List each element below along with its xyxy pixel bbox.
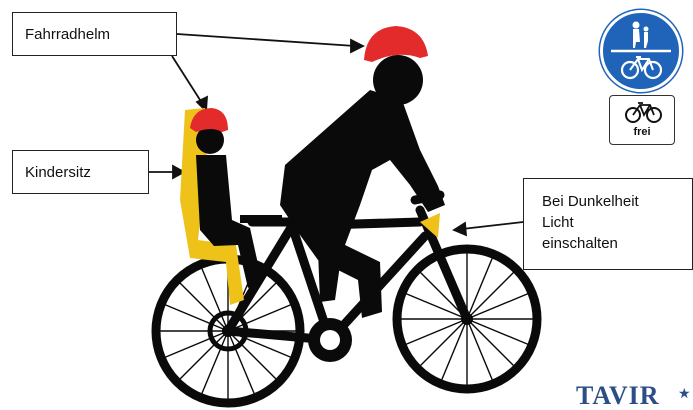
pedestrian-bicycle-sign-icon <box>603 13 679 89</box>
light-arrow-head <box>454 223 466 235</box>
helmet-arrow-adult <box>177 34 355 46</box>
watermark-logo: TAVIR ★ <box>572 381 693 410</box>
helmet-arrow-child <box>172 56 202 103</box>
light-line-2: Licht <box>542 212 639 233</box>
adult-silhouette <box>280 55 445 318</box>
star-icon: ★ <box>678 385 691 402</box>
bicycle-icon <box>610 97 676 127</box>
rear-rack <box>240 215 282 223</box>
light-instruction-label: Bei Dunkelheit Licht einschalten <box>523 178 693 270</box>
light-line-1: Bei Dunkelheit <box>542 191 639 212</box>
shared-path-sign <box>600 10 682 92</box>
watermark-text: TAVIR <box>576 381 660 410</box>
helmet-label: Fahrradhelm <box>12 12 177 56</box>
light-line-3: einschalten <box>542 233 639 254</box>
frei-text: frei <box>610 126 674 138</box>
light-arrow <box>462 222 523 229</box>
helmet-arrow-adult-head <box>351 40 363 52</box>
child-seat-label: Kindersitz <box>12 150 149 194</box>
bicycles-allowed-sign: frei <box>609 95 675 145</box>
